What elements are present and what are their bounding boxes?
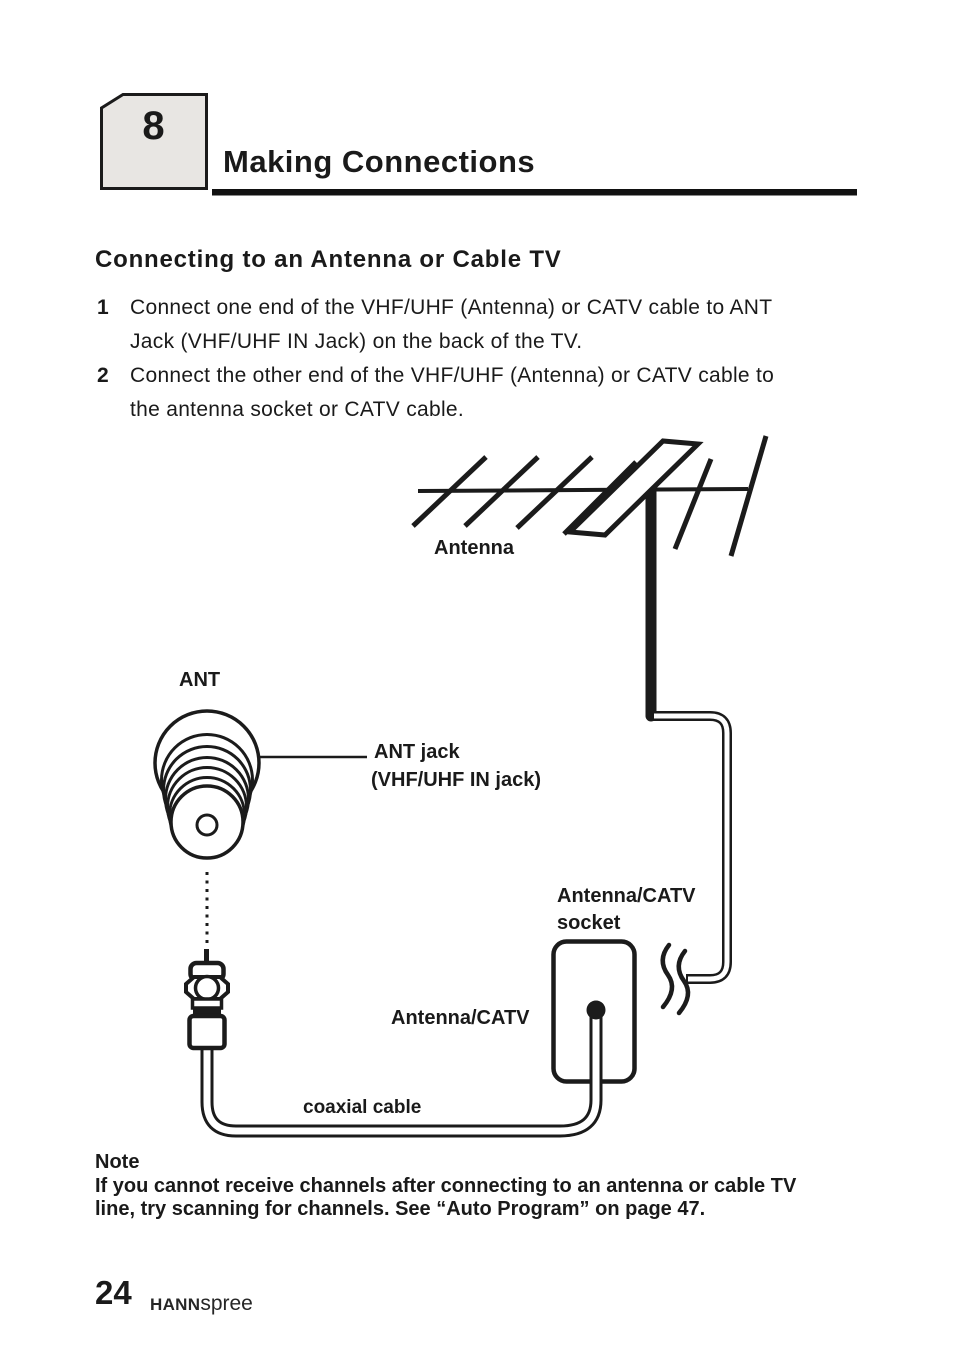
wall-socket: [551, 939, 637, 1084]
jack-center-hole: [195, 813, 219, 837]
step-text-line: Jack (VHF/UHF IN Jack) on the back of th…: [130, 330, 583, 353]
antenna-drawing: [411, 435, 769, 722]
socket-connector-dot: [586, 1000, 606, 1020]
jack-rib: [162, 745, 252, 835]
coax-plug: [184, 949, 230, 1051]
title-rule: [212, 189, 857, 196]
ant-jack-label-line2: (VHF/UHF IN jack): [371, 769, 542, 791]
ant-jack-drawing: [153, 709, 261, 860]
brand-light-part: spree: [200, 1292, 253, 1315]
jack-rib: [164, 756, 250, 842]
page-title: Making Connections: [223, 144, 536, 179]
antenna-downlead-cable: [652, 711, 732, 984]
coaxial-cable-label: coaxial cable: [303, 1097, 422, 1118]
step-number: 2: [97, 364, 109, 387]
step-text-line: the antenna socket or CATV cable.: [130, 398, 465, 421]
plug-band: [193, 1009, 221, 1018]
step-text-line: Connect one end of the VHF/UHF (Antenna)…: [130, 296, 773, 319]
jack-rib: [166, 766, 248, 848]
note-line: line, try scanning for channels. See “Au…: [95, 1197, 706, 1220]
antenna-element-line: [411, 455, 488, 528]
note-text: If you cannot receive channels after con…: [95, 1175, 796, 1220]
note-line: If you cannot receive channels after con…: [95, 1175, 797, 1197]
antenna-element-line: [515, 455, 594, 530]
jack-rib: [168, 776, 246, 854]
ant-jack-label-line1: ANT jack: [374, 741, 460, 763]
step-text-line: Connect the other end of the VHF/UHF (An…: [130, 364, 775, 387]
page-number: 24: [95, 1274, 132, 1311]
antenna-element-line: [562, 460, 638, 536]
plug-cap: [188, 960, 226, 983]
antenna-dipole: [564, 438, 704, 538]
jack-outer-ring: [153, 709, 261, 817]
plug-nut: [184, 975, 230, 1001]
antenna-element-line: [672, 458, 714, 550]
antenna-catv-label: Antenna/CATV: [391, 1007, 530, 1029]
antenna-element-line: [463, 455, 540, 528]
chapter-number: 8: [142, 104, 165, 148]
plug-collar: [190, 997, 224, 1010]
jack-front-face: [169, 784, 245, 860]
step-item: 2 Connect the other end of the VHF/UHF (…: [97, 359, 774, 427]
jack-rib: [160, 733, 254, 827]
plug-barrel: [187, 1013, 227, 1051]
brand-bold-part: HANN: [150, 1295, 201, 1314]
antenna-element-line: [728, 435, 769, 557]
note-heading: Note: [95, 1151, 140, 1173]
socket-label-line2: socket: [557, 911, 621, 934]
antenna-label: Antenna: [434, 537, 514, 559]
ant-label: ANT: [179, 669, 221, 691]
socket-label-line1: Antenna/CATV: [557, 885, 696, 907]
wall-break-squiggle: [660, 942, 691, 1016]
plug-nut-face: [193, 974, 221, 1002]
step-item: 1 Connect one end of the VHF/UHF (Antenn…: [97, 291, 772, 359]
step-number: 1: [97, 296, 109, 319]
section-heading: Connecting to an Antenna or Cable TV: [95, 246, 562, 273]
antenna-boom-line: [417, 487, 749, 493]
socket-label: Antenna/CATV socket: [557, 883, 696, 936]
